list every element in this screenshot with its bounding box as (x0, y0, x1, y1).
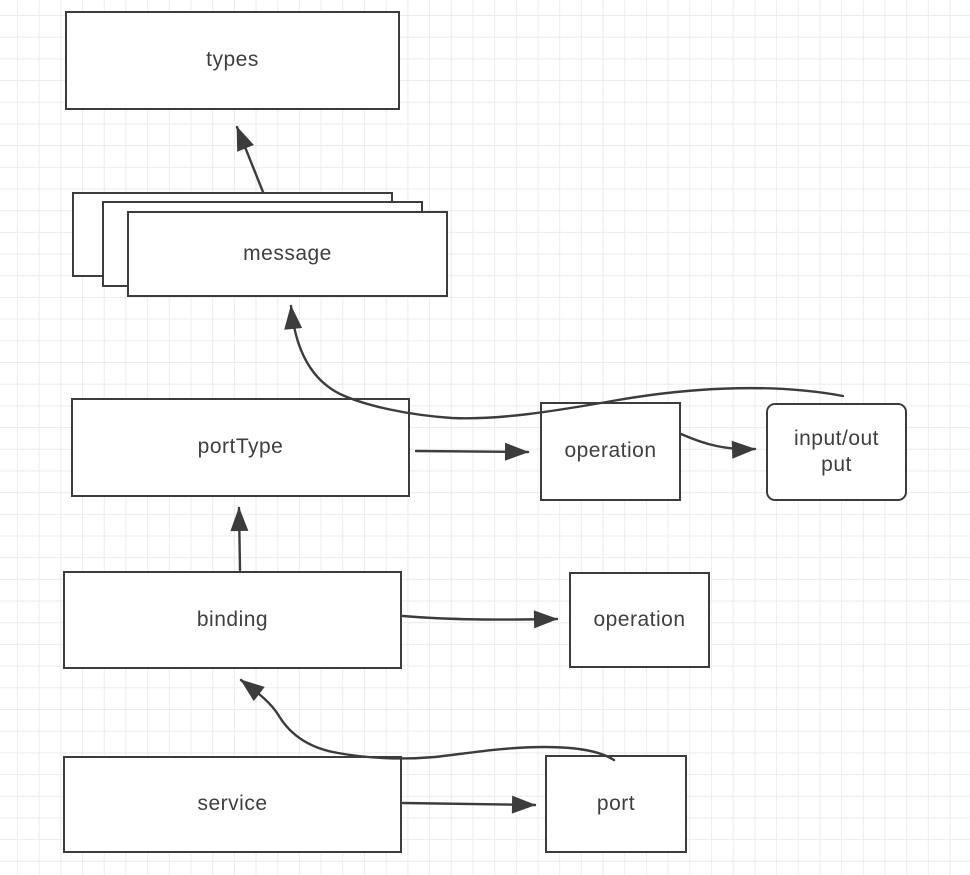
node-operation-top-label: operation (564, 439, 657, 463)
node-types: types (65, 11, 400, 110)
edge-binding-to-operation (401, 610, 559, 629)
node-input-output: input/out put (766, 403, 907, 501)
edge-message-to-types (235, 125, 265, 194)
node-binding-label: binding (196, 607, 269, 631)
node-service-label: service (197, 792, 268, 816)
node-porttype: portType (71, 398, 410, 497)
node-operation-bottom-label: operation (593, 607, 686, 631)
edge-porttype-to-operation (414, 442, 530, 461)
node-input-output-line1: input/out (793, 426, 880, 450)
node-input-output-label: input/out put (794, 426, 879, 479)
edge-service-to-port (401, 795, 537, 814)
node-binding: binding (63, 571, 402, 669)
node-service: service (63, 756, 402, 853)
edge-binding-to-porttype (230, 506, 249, 572)
node-types-label: types (206, 48, 259, 72)
node-input-output-line2: put (821, 453, 852, 476)
node-operation-top: operation (540, 402, 681, 501)
node-message-label: message (243, 241, 332, 265)
node-porttype-label: portType (197, 435, 284, 459)
node-port-label: port (596, 791, 636, 815)
node-port: port (545, 755, 687, 853)
edge-operation-to-inputoutput (679, 432, 757, 459)
node-operation-bottom: operation (569, 572, 710, 668)
node-message: message (127, 211, 448, 297)
edge-port-to-binding (239, 678, 616, 762)
